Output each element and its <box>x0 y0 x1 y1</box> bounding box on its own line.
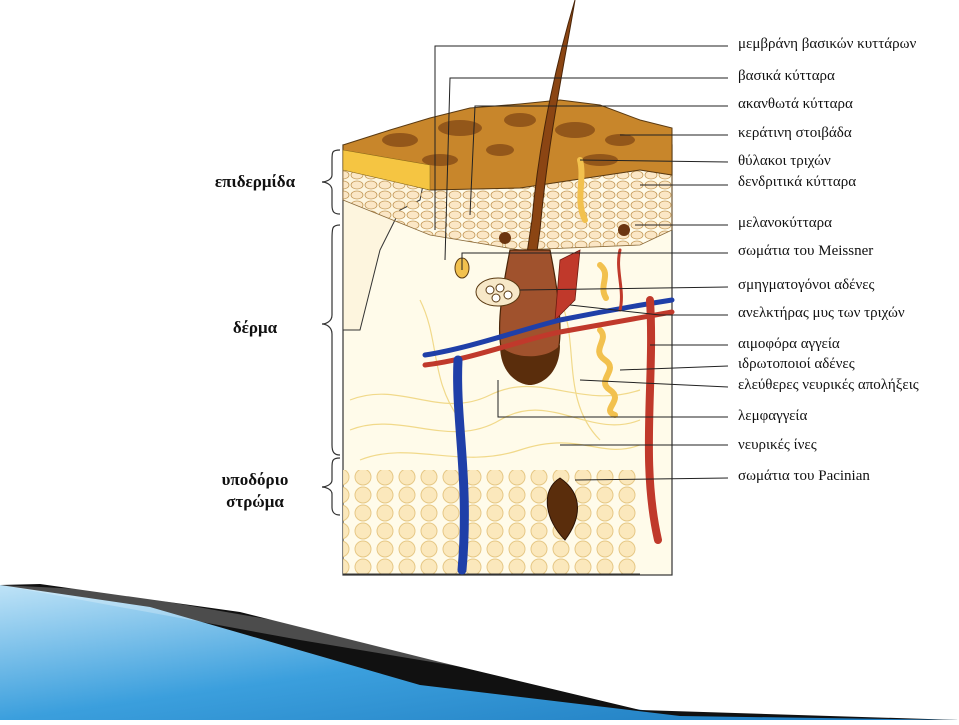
label-lymph-vessels: λεμφαγγεία <box>738 408 808 424</box>
label-blood-vessels: αιμοφόρα αγγεία <box>738 336 840 352</box>
pacinian-corpuscle <box>546 477 578 541</box>
label-sebaceous: σμηγματογόνοι αδένες <box>738 277 875 293</box>
sweat-gland <box>577 157 618 418</box>
layer-label-hypodermis-1: υποδόριο <box>221 470 289 489</box>
label-basal-membrane: μεμβράνη βασικών κυττάρων <box>738 36 917 52</box>
label-basal-cells: βασικά κύτταρα <box>738 68 835 84</box>
label-dendritic-cells: δενδριτικά κύτταρα <box>738 174 857 190</box>
label-sweat-glands: ιδρωτοποιοί αδένες <box>738 356 855 372</box>
label-keratin-layer: κεράτινη στοιβάδα <box>738 125 852 141</box>
label-free-nerve-endings: ελεύθερες νευρικές απολήξεις <box>738 377 919 393</box>
label-meissner: σωμάτια του Meissner <box>738 243 874 259</box>
leader-lines <box>434 45 729 481</box>
label-erector: ανελκτήρας μυς των τριχών <box>738 305 905 321</box>
sebaceous-gland <box>475 277 521 307</box>
label-nerve-fibers: νευρικές ίνες <box>738 437 817 453</box>
layer-label-epidermis: επιδερμίδα <box>214 172 296 191</box>
label-pacinian: σωμάτια του Pacinian <box>738 468 870 484</box>
layer-label-hypodermis-2: στρώμα <box>226 492 284 511</box>
blood-vessels <box>422 248 675 575</box>
label-hair-follicles: θύλακοι τριχών <box>738 153 831 169</box>
hair-shaft <box>498 0 576 385</box>
label-melanocytes: μελανοκύτταρα <box>738 215 832 231</box>
melanocytes <box>499 224 630 244</box>
layer-label-dermis: δέρμα <box>232 318 278 337</box>
decorative-banner <box>0 584 959 720</box>
label-spinous-cells: ακανθωτά κύτταρα <box>738 96 853 112</box>
layer-braces <box>321 149 341 516</box>
